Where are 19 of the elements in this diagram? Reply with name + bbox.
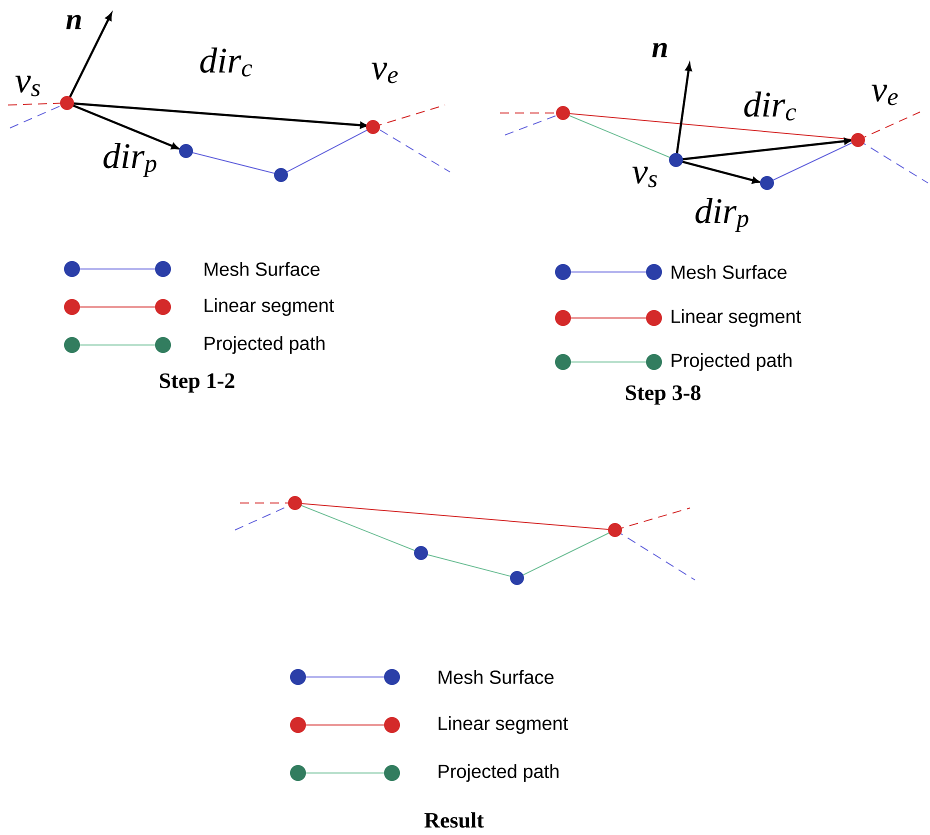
- symbol-label: dir$_{p}$: [696, 198, 748, 232]
- legend-label: Mesh Surface: [672, 265, 787, 279]
- symbol-label: v$_{e}$: [372, 62, 398, 84]
- panel-caption: Step 1-2: [160, 373, 234, 393]
- panel-caption: Result: [424, 812, 484, 828]
- symbol-label: v$_{s}$: [15, 76, 40, 96]
- legend-label: Linear segment: [204, 298, 334, 316]
- legend-label: Linear segment: [672, 309, 801, 327]
- vector-label: n: [652, 42, 667, 58]
- legend-label: Mesh Surface: [204, 262, 320, 276]
- vector-label: n: [66, 14, 81, 30]
- legend-label: Projected path: [204, 336, 324, 354]
- legend-label: Projected path: [672, 353, 792, 371]
- legend-label: Linear segment: [438, 716, 568, 734]
- legend-label: Projected path: [438, 764, 558, 782]
- panel-caption: Step 3-8: [626, 385, 700, 405]
- symbol-label: dir$_{c}$: [200, 48, 252, 76]
- symbol-label: dir$_{p}$: [104, 142, 156, 178]
- legend-label: Mesh Surface: [438, 670, 554, 684]
